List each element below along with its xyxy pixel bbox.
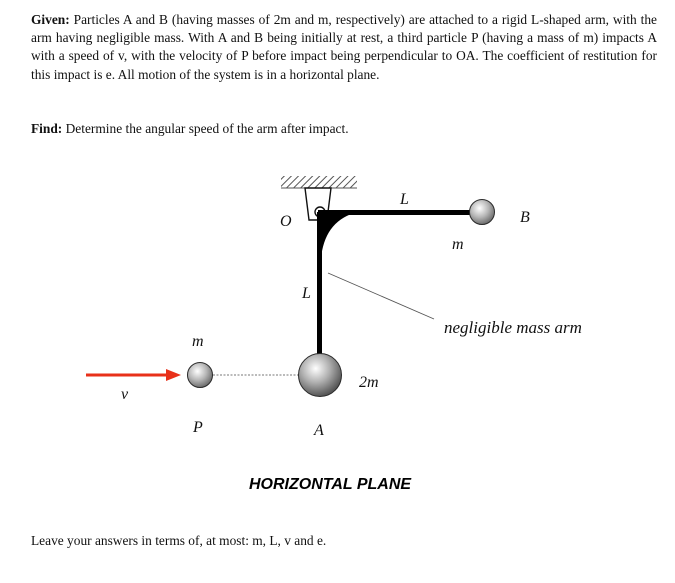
label-v: v	[121, 386, 129, 403]
label-2m: 2m	[359, 374, 379, 391]
annotation-negligible-mass-arm: negligible mass arm	[444, 318, 582, 337]
annotation-leader	[327, 272, 435, 320]
particle-P	[187, 362, 213, 388]
label-O: O	[280, 213, 292, 230]
find-text: Determine the angular speed of the arm a…	[65, 121, 349, 136]
given-paragraph: Given: Particles A and B (having masses …	[31, 11, 657, 84]
find-paragraph: Find: Determine the angular speed of the…	[31, 120, 657, 138]
arm-horizontal-segment	[318, 210, 478, 215]
arm-vertical-segment	[317, 212, 322, 356]
label-m-B: m	[452, 236, 464, 253]
particle-A	[298, 353, 342, 397]
particle-B	[469, 199, 495, 225]
ground-hatch	[281, 176, 357, 188]
label-B: B	[520, 209, 530, 226]
find-heading: Find:	[31, 121, 63, 136]
given-heading: Given:	[31, 12, 70, 27]
arm-corner-fillet	[318, 212, 358, 258]
label-m-P: m	[192, 333, 204, 350]
velocity-arrow-head	[166, 369, 181, 381]
label-P: P	[192, 419, 203, 436]
label-A: A	[313, 422, 324, 439]
label-L-side: L	[301, 285, 311, 302]
label-L-top: L	[399, 191, 409, 208]
horizontal-plane-title: HORIZONTAL PLANE	[249, 476, 412, 493]
given-text: Particles A and B (having masses of 2m a…	[31, 12, 657, 82]
closing-instruction: Leave your answers in terms of, at most:…	[31, 533, 327, 548]
